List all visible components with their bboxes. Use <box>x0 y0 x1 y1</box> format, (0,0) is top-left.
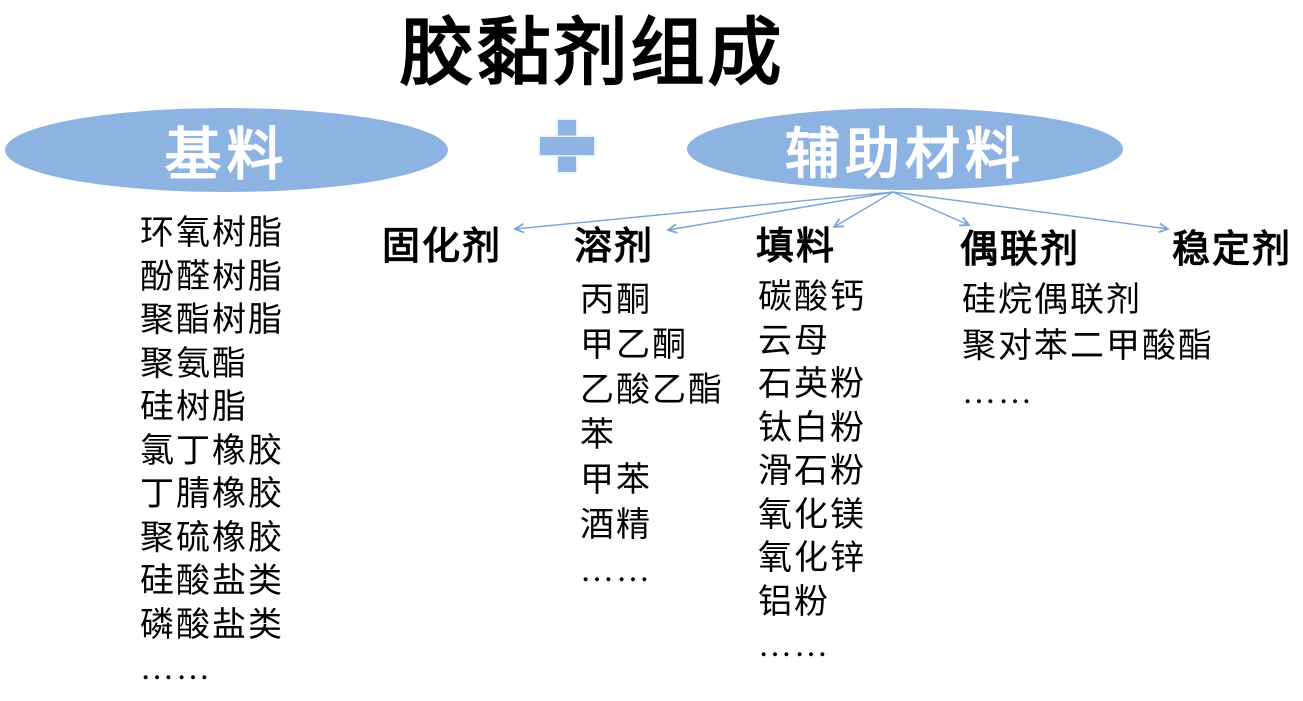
list-item: 钛白粉 <box>758 409 866 447</box>
auxiliary-ellipse: 辅助材料 <box>687 108 1123 190</box>
list-item: 氧化镁 <box>758 496 866 534</box>
category-label-coupling-agent: 偶联剂 <box>960 229 1081 271</box>
list-item: 苯 <box>580 417 616 454</box>
list-item: …… <box>140 650 212 687</box>
list-item: 甲苯 <box>580 462 652 499</box>
category-label-solvent: 溶剂 <box>574 226 655 268</box>
list-item: 酒精 <box>580 507 652 544</box>
list-item: 石英粉 <box>758 366 866 403</box>
arrow-to-curing-agent <box>515 191 894 229</box>
list-item: 甲乙酮 <box>580 327 688 364</box>
list-item: …… <box>962 374 1034 411</box>
list-item: 丁腈橡胶 <box>140 476 284 513</box>
list-item: 硅烷偶联剂 <box>962 282 1142 319</box>
solvent-list: 丙酮甲乙酮乙酸乙酯苯甲苯酒精 …… <box>580 278 724 593</box>
list-item: 硅树脂 <box>140 389 248 426</box>
category-label-filler: 填料 <box>756 226 837 268</box>
arrow-to-stabilizer <box>892 191 1168 229</box>
list-item: 聚对苯二甲酸酯 <box>962 328 1214 365</box>
category-label-curing-agent: 固化剂 <box>382 226 503 268</box>
list-item: 碳酸钙 <box>758 279 866 316</box>
page-title: 胶黏剂组成 <box>399 13 785 95</box>
list-item: 乙酸乙酯 <box>580 372 724 409</box>
list-item: 丙酮 <box>580 282 652 319</box>
list-item: 酚醛树脂 <box>140 258 284 296</box>
list-item: 氯丁橡胶 <box>140 432 284 470</box>
list-item: …… <box>758 627 830 664</box>
list-item: 聚酯树脂 <box>140 302 284 339</box>
base-ellipse-label: 基料 <box>164 124 289 187</box>
plus-icon <box>540 120 594 172</box>
list-item: 聚氨酯 <box>140 345 248 383</box>
list-item: 环氧树脂 <box>140 215 284 252</box>
plus-icon-core <box>558 137 576 155</box>
base-ellipse: 基料 <box>5 108 448 192</box>
arrow-to-filler <box>834 191 894 227</box>
category-label-stabilizer: 稳定剂 <box>1172 229 1293 271</box>
list-item: 磷酸盐类 <box>140 606 284 644</box>
list-item: …… <box>580 552 652 589</box>
arrow-to-coupling-agent <box>892 191 969 225</box>
filler-list: 碳酸钙云母石英粉钛白粉滑石粉氧化镁氧化锌铝粉 …… <box>758 276 866 668</box>
list-item: 滑石粉 <box>758 453 866 490</box>
list-item: 铝粉 <box>758 583 830 621</box>
arrow-to-solvent <box>668 191 894 230</box>
list-item: 氧化锌 <box>758 540 866 577</box>
list-item: 云母 <box>758 322 830 360</box>
coupling-agent-list: 硅烷偶联剂聚对苯二甲酸酯 …… <box>962 278 1214 416</box>
base-materials-list: 环氧树脂酚醛树脂聚酯树脂聚氨酯硅树脂氯丁橡胶丁腈橡胶聚硫橡胶硅酸盐类磷酸盐类 …… <box>140 212 284 691</box>
list-item: 硅酸盐类 <box>140 563 284 600</box>
auxiliary-ellipse-label: 辅助材料 <box>784 124 1025 185</box>
list-item: 聚硫橡胶 <box>140 519 284 557</box>
